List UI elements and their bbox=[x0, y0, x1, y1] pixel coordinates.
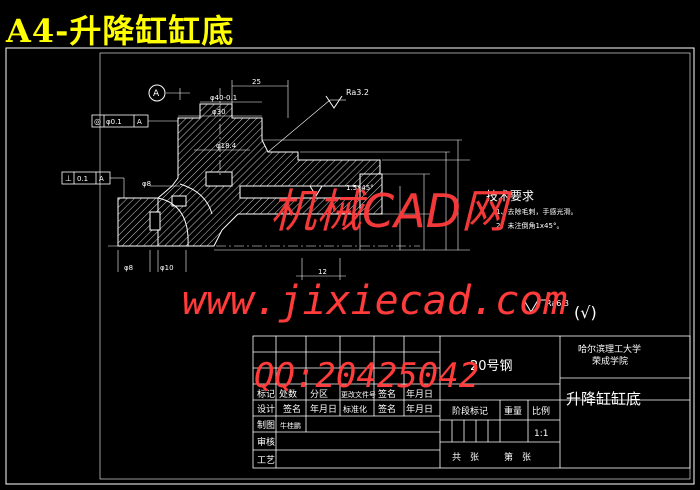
tb-r1-c5: 年月日 bbox=[406, 403, 433, 415]
tb-r0-c4: 签名 bbox=[378, 388, 396, 400]
page-title: A4-升降缸缸底 bbox=[6, 12, 235, 50]
tb-r0-c2: 分区 bbox=[310, 389, 328, 400]
tol2-symbol: ⊥ bbox=[65, 174, 72, 183]
part-section bbox=[117, 103, 383, 247]
tb-part-name: 升降缸缸底 bbox=[566, 390, 641, 408]
tb-r2-c0: 制图 bbox=[257, 419, 275, 431]
dim-d6: φ8 bbox=[124, 264, 133, 272]
tb-r1-c3: 标准化 bbox=[343, 404, 367, 414]
dim-d9: 1.5x45° bbox=[346, 184, 374, 192]
tol2-datum: A bbox=[99, 175, 104, 183]
tb-r0-c0: 标记 bbox=[257, 388, 275, 400]
roughness-note: (√) bbox=[574, 303, 597, 322]
tol2-value: 0.1 bbox=[77, 175, 88, 183]
tolerance-frame-coaxial bbox=[91, 114, 149, 128]
tb-scale: 1:1 bbox=[534, 429, 548, 439]
tb-r2-c1: 牛桂鹏 bbox=[280, 421, 301, 430]
drawing-frame bbox=[5, 47, 695, 485]
dim-d4: φ18.4 bbox=[216, 142, 237, 150]
tb-r1-c2: 年月日 bbox=[310, 403, 337, 415]
tb-sheet-no: 第 张 bbox=[504, 451, 531, 463]
tb-material: 20号钢 bbox=[470, 359, 513, 374]
tb-sheets-total: 共 张 bbox=[452, 452, 479, 463]
main-body-section bbox=[157, 103, 381, 247]
tb-college: 荣成学院 bbox=[592, 355, 628, 367]
tb-r0-c3: 更改文件号 bbox=[341, 390, 376, 399]
tb-r1-c1: 签名 bbox=[283, 403, 301, 415]
title-block-grid bbox=[252, 335, 691, 469]
tb-r0-c5: 年月日 bbox=[406, 388, 433, 400]
dim-d5: φ8 bbox=[142, 180, 151, 188]
tech-item-1: 1、去除毛刺，手感光滑。 bbox=[496, 207, 577, 216]
datum-label: A bbox=[153, 89, 160, 99]
tb-r3-c0: 审核 bbox=[257, 436, 275, 448]
tb-weight: 重量 bbox=[504, 405, 522, 417]
tb-r0-c1: 处数 bbox=[279, 388, 297, 400]
tb-r4-c0: 工艺 bbox=[257, 455, 275, 466]
tb-scale-label: 比例 bbox=[532, 405, 550, 417]
roughness-main: Ra3.2 bbox=[346, 88, 369, 97]
tol1-symbol: ◎ bbox=[94, 117, 101, 126]
dim-d2: φ40-0.1 bbox=[210, 94, 237, 102]
dim-d7: φ10 bbox=[160, 264, 174, 272]
tech-title: 技术要求 bbox=[486, 189, 534, 203]
dim-d8: 12 bbox=[318, 268, 327, 276]
tb-r1-c4: 签名 bbox=[378, 403, 396, 415]
tb-school: 哈尔滨理工大学 bbox=[578, 343, 641, 355]
tech-item-2: 2、未注倒角1x45°。 bbox=[496, 221, 563, 230]
tol1-value: φ0.1 bbox=[106, 118, 122, 126]
tolerance-frame-perpendicular bbox=[61, 171, 111, 185]
watermark-qq: QQ:20425042 bbox=[254, 356, 480, 396]
dim-d1: 25 bbox=[252, 78, 261, 86]
watermark-site-url: www.jixiecad.com bbox=[182, 278, 568, 324]
tol1-datum: A bbox=[137, 118, 142, 126]
roughness-other: Ra6.3 bbox=[546, 299, 569, 308]
dim-d3: φ30 bbox=[212, 108, 226, 116]
datum-circle bbox=[148, 84, 166, 102]
tb-stage-mark: 阶段标记 bbox=[452, 405, 488, 417]
watermark-site-name: 机械CAD网 bbox=[270, 184, 508, 238]
tb-r1-c0: 设计 bbox=[257, 403, 275, 415]
